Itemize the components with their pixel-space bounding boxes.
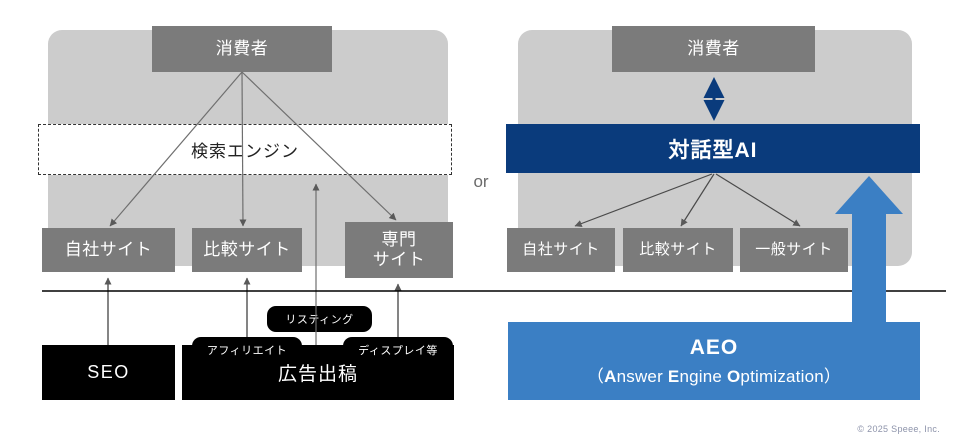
or-divider-label: or [473, 172, 489, 191]
left-site-box-specialty: 専門 サイト [345, 222, 453, 278]
ad-type-listing-pill: リスティング [267, 306, 372, 332]
aeo-word2-rest: ngine [679, 366, 723, 386]
ad-type-display-pill: ディスプレイ等 [343, 337, 453, 363]
seo-box: SEO [42, 345, 175, 400]
ad-type-listing-label: リスティング [285, 314, 354, 326]
seo-label: SEO [87, 362, 130, 382]
left-site-box-comparison: 比較サイト [192, 228, 302, 272]
left-site-label-specialty-line2: サイト [372, 250, 426, 269]
conversational-ai-bar: 対話型AI [506, 124, 920, 173]
right-site-box-own: 自社サイト [507, 228, 615, 272]
right-site-label-comparison: 比較サイト [639, 241, 717, 259]
ad-type-display-label: ディスプレイ等 [358, 345, 438, 357]
aeo-word1-initial: A [604, 366, 617, 386]
aeo-paren-open: （ [586, 366, 605, 386]
aeo-subtitle: （Answer Engine Optimization） [587, 362, 841, 387]
left-site-box-own: 自社サイト [42, 228, 175, 272]
aeo-word3-initial: O [726, 366, 741, 386]
conversational-ai-label: 対話型AI [668, 138, 758, 162]
right-consumer-box: 消費者 [612, 26, 815, 72]
right-site-label-general: 一般サイト [755, 241, 833, 259]
aeo-word1-rest: nswer [616, 366, 663, 386]
ad-placement-label: 広告出稿 [277, 364, 358, 385]
left-consumer-label: 消費者 [215, 39, 269, 59]
right-site-box-general: 一般サイト [740, 228, 848, 272]
left-site-label-specialty-line1: 専門 [381, 229, 417, 249]
right-site-label-own: 自社サイト [522, 241, 600, 259]
search-engine-box: 検索エンジン [38, 124, 452, 175]
left-site-label-own: 自社サイト [64, 240, 153, 260]
aeo-word2-initial: E [667, 366, 680, 386]
aeo-title: AEO [689, 335, 739, 359]
search-engine-label: 検索エンジン [191, 142, 299, 161]
right-site-box-comparison: 比較サイト [623, 228, 733, 272]
copyright-notice: © 2025 Speee, Inc. [857, 424, 940, 434]
ad-type-affiliate-pill: アフィリエイト [192, 337, 302, 363]
aeo-word3-rest: ptimization [740, 366, 824, 386]
left-site-label-comparison: 比較サイト [203, 240, 291, 260]
left-consumer-box: 消費者 [152, 26, 332, 72]
ad-type-affiliate-label: アフィリエイト [206, 345, 288, 357]
aeo-box: AEO （Answer Engine Optimization） [508, 322, 920, 400]
aeo-paren-close: ） [823, 366, 842, 386]
right-consumer-label: 消費者 [687, 39, 740, 59]
